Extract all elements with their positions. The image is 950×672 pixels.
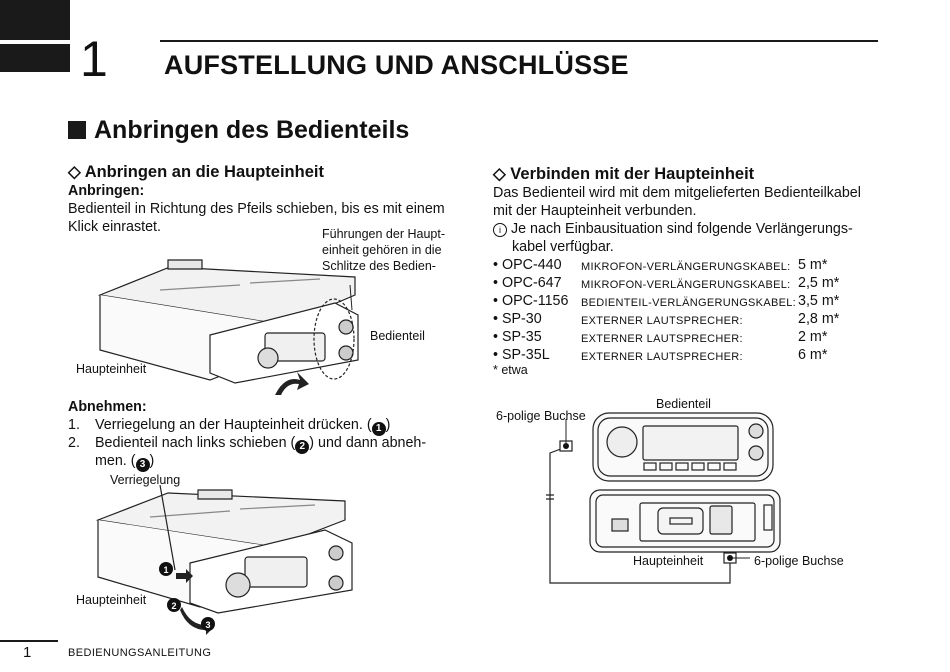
chapter-tab-line — [0, 40, 70, 44]
fig2-label-main: Haupteinheit — [76, 593, 147, 607]
fig1-radio-attach-illustration — [97, 259, 359, 395]
info-icon: i — [493, 223, 507, 237]
chapter-title: AUFSTELLUNG UND ANSCHLÜSSE — [164, 50, 629, 80]
step2-end: ) — [149, 453, 155, 469]
attach-heading: Anbringen: — [68, 183, 145, 199]
chapter-rule — [160, 40, 878, 42]
diamond-icon: ◇ — [68, 163, 81, 181]
cable-name: • OPC-647 — [493, 275, 562, 291]
attach-text-1: Bedienteil in Richtung des Pfeils schieb… — [68, 201, 445, 217]
cable-desc: MIKROFON-VERLÄNGERUNGSKABEL: — [581, 261, 791, 273]
marker-1: 1 — [371, 422, 386, 436]
right-subtitle-text: Verbinden mit der Haupteinheit — [510, 165, 755, 183]
detach-heading: Abnehmen: — [68, 399, 147, 415]
page-number: 1 — [23, 644, 32, 661]
marker-2: 2 — [295, 440, 310, 454]
cable-name: • OPC-440 — [493, 257, 562, 273]
chapter-tab — [0, 0, 70, 72]
section-title: Anbringen des Bedienteils — [68, 116, 409, 145]
right-subtitle: ◇ Verbinden mit der Haupteinheit — [493, 164, 754, 184]
step1-end: ) — [385, 417, 391, 433]
cable-desc: EXTERNER LAUTSPRECHER: — [581, 351, 743, 363]
svg-text:2: 2 — [171, 601, 176, 611]
step2-text-b: men. ( — [95, 453, 136, 469]
fig1-note-1: Führungen der Haupt- — [322, 227, 445, 241]
info-line-2: kabel verfügbar. — [512, 239, 614, 255]
fig3-label-controller: Bedienteil — [656, 397, 711, 411]
cable-name: • SP-35 — [493, 329, 542, 345]
info-text-1: Je nach Einbausituation sind folgende Ve… — [510, 221, 853, 237]
fig2-label-lock: Verriegelung — [110, 473, 181, 487]
svg-text:1: 1 — [163, 565, 168, 575]
cable-length: 3,5 m* — [798, 293, 840, 309]
square-bullet-icon — [68, 121, 86, 139]
fig3-label-jack-bottom: 6-polige Buchse — [754, 554, 844, 568]
fig2-radio-detach-illustration: 1 2 3 — [95, 485, 353, 635]
step1: Verriegelung an der Haupteinheit drücken… — [95, 416, 390, 436]
left-subtitle-text: Anbringen an die Haupteinheit — [84, 163, 324, 181]
section-title-text: Anbringen des Bedienteils — [94, 116, 410, 144]
cable-name: • OPC-1156 — [493, 293, 569, 309]
attach-text-2: Klick einrastet. — [68, 219, 161, 235]
footnote: * etwa — [493, 363, 528, 377]
cable-desc: BEDIENTEIL-VERLÄNGERUNGSKABEL: — [581, 297, 797, 309]
step2: Bedienteil nach links schieben (2) und d… — [95, 434, 426, 454]
marker-3: 3 — [135, 458, 150, 472]
diamond-icon: ◇ — [493, 165, 506, 183]
right-text-1: Das Bedienteil wird mit dem mitgeliefert… — [493, 185, 861, 201]
footer-text: BEDIENUNGSANLEITUNG — [68, 647, 212, 659]
step1-num: 1. — [68, 417, 80, 433]
cable-desc: EXTERNER LAUTSPRECHER: — [581, 315, 743, 327]
fig1-label-main: Haupteinheit — [76, 362, 147, 376]
fig3-label-main: Haupteinheit — [633, 554, 704, 568]
step2-b: men. (3) — [95, 452, 154, 472]
info-line-1: i Je nach Einbausituation sind folgende … — [493, 220, 853, 238]
step2-mid: ) und dann abneh- — [309, 435, 427, 451]
left-subtitle: ◇ Anbringen an die Haupteinheit — [68, 162, 324, 182]
fig1-note-2: einheit gehören in die — [322, 243, 442, 257]
step2-num: 2. — [68, 435, 80, 451]
footer-rule — [0, 640, 58, 642]
fig1-label-controller: Bedienteil — [370, 329, 425, 343]
cable-desc: MIKROFON-VERLÄNGERUNGSKABEL: — [581, 279, 791, 291]
cable-length: 2,5 m* — [798, 275, 840, 291]
fig3-label-jack-top: 6-polige Buchse — [496, 409, 586, 423]
step2-text: Bedienteil nach links schieben ( — [95, 435, 296, 451]
svg-text:3: 3 — [205, 620, 210, 630]
cable-length: 5 m* — [798, 257, 828, 273]
cable-name: • SP-30 — [493, 311, 542, 327]
fig3-connection-illustration — [546, 412, 781, 584]
fig1-note-3: Schlitze des Bedien- — [322, 259, 436, 273]
step1-text: Verriegelung an der Haupteinheit drücken… — [95, 417, 372, 433]
cable-name: • SP-35L — [493, 347, 550, 363]
cable-desc: EXTERNER LAUTSPRECHER: — [581, 333, 743, 345]
chapter-number: 1 — [80, 31, 108, 87]
right-text-2: mit der Haupteinheit verbunden. — [493, 203, 697, 219]
cable-length: 6 m* — [798, 347, 828, 363]
cable-length: 2 m* — [798, 329, 828, 345]
cable-length: 2,8 m* — [798, 311, 840, 327]
